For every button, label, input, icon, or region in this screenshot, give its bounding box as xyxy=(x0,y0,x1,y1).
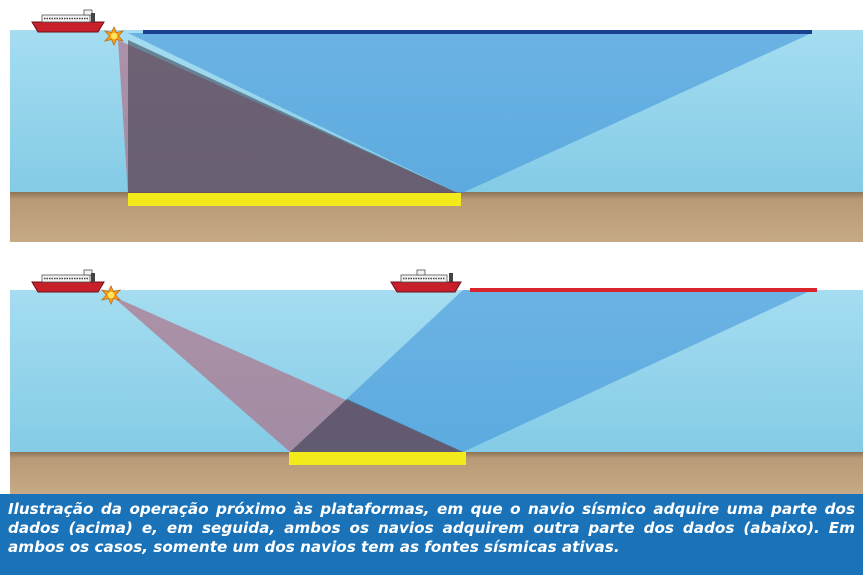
scene-top xyxy=(10,9,863,242)
airgun-burst-icon xyxy=(103,26,125,46)
receiver-ray-fan xyxy=(128,33,812,194)
ray-overlap xyxy=(290,399,463,452)
ray-overlap xyxy=(128,40,460,194)
diagram-panel-top xyxy=(0,0,863,246)
coverage-zone xyxy=(289,452,466,465)
scene-bottom xyxy=(10,269,863,494)
diagram-panel-bottom xyxy=(0,262,863,494)
figure-caption: Ilustração da operação próximo às plataf… xyxy=(8,500,855,556)
coverage-zone xyxy=(128,193,461,206)
source-ship xyxy=(31,269,105,293)
streamer-cable xyxy=(143,30,812,34)
receiver-ship xyxy=(390,269,462,293)
caption-box: Ilustração da operação próximo às plataf… xyxy=(0,494,863,575)
seismic-ship xyxy=(31,9,105,33)
receiver-ray-fan xyxy=(290,290,812,452)
streamer-cable xyxy=(470,288,817,292)
airgun-burst-icon xyxy=(100,285,122,305)
